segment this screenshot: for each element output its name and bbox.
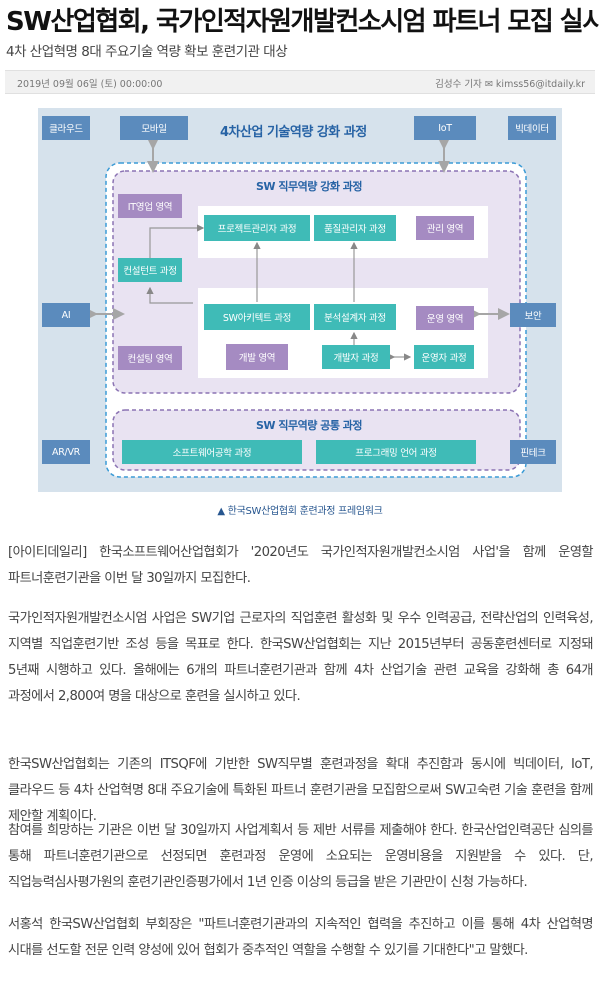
box-arvr: AR/VR (42, 440, 90, 464)
box-project-manager-course: 프로젝트관리자 과정 (204, 215, 310, 241)
box-consultant-course: 컨설턴트 과정 (118, 258, 182, 282)
box-programming-language-course: 프로그래밍 언어 과정 (316, 440, 476, 464)
common-section-title: SW 직무역량 공통 과정 (256, 419, 363, 432)
box-development-area: 개발 영역 (226, 344, 288, 370)
box-bigdata: 빅데이터 (508, 116, 556, 140)
figure-title: 4차산업 기술역량 강화 과정 (220, 125, 367, 140)
article-paragraph: 서홍석 한국SW산업협회 부회장은 "파트너훈련기관과의 지속적인 협력을 추진… (8, 917, 594, 958)
article-paragraph: 한국SW산업협회는 기존의 ITSQF에 기반한 SW직무별 훈련과정을 확대 … (8, 757, 594, 824)
box-quality-manager-course: 품질관리자 과정 (314, 215, 396, 241)
box-consulting-area: 컨설팅 영역 (118, 346, 182, 370)
framework-figure: 4차산업 기술역량 강화 과정 SW 직무역량 강화 과정 SW 직무역량 공통… (38, 108, 562, 492)
box-developer-course: 개발자 과정 (322, 345, 390, 369)
article-date: 2019년 09월 06일 (토) 00:00:00 (17, 79, 163, 90)
article-paragraph: 참여를 희망하는 기관은 이번 달 30일까지 사업계획서 등 제반 서류를 제… (8, 823, 594, 890)
box-analyst-designer-course: 분석설계자 과정 (314, 304, 396, 330)
box-sw-engineering-course: 소프트웨어공학 과정 (122, 440, 302, 464)
box-mobile: 모바일 (120, 116, 188, 140)
box-management-area: 관리 영역 (416, 216, 474, 240)
article-meta-bar: 2019년 09월 06일 (토) 00:00:00 김성수 기자 ✉ kims… (5, 70, 595, 94)
author-name: 김성수 기자 (435, 79, 482, 90)
box-security: 보안 (510, 303, 556, 327)
article-paragraph: 국가인적자원개발컨소시엄 사업은 SW기업 근로자의 직업훈련 활성화 및 우수… (8, 611, 594, 704)
box-it-sales-area: IT영업 영역 (118, 194, 182, 218)
box-operator-course: 운영자 과정 (414, 345, 474, 369)
box-cloud: 클라우드 (42, 116, 90, 140)
box-sw-architect-course: SW아키텍트 과정 (204, 304, 310, 330)
box-iot: IoT (414, 116, 476, 140)
article-headline: SW산업협회, 국가인적자원개발컨소시엄 파트너 모집 실시 (6, 7, 600, 37)
inner-section-title: SW 직무역량 강화 과정 (256, 180, 363, 193)
article-subheadline: 4차 산업혁명 8대 주요기술 역량 확보 훈련기관 대상 (6, 44, 288, 60)
author-email[interactable]: kimss56@itdaily.kr (495, 79, 585, 90)
box-ai: AI (42, 303, 90, 327)
mail-icon: ✉ (484, 79, 493, 90)
box-operations-area: 운영 영역 (416, 306, 474, 330)
box-fintech: 핀테크 (510, 440, 556, 464)
figure-caption: ▲ 한국SW산업협회 훈련과정 프레임워크 (217, 506, 383, 517)
article-paragraph: [아이티데일리] 한국소프트웨어산업협회가 '2020년도 국가인적자원개발컨소… (8, 545, 594, 586)
framework-diagram-lines (86, 138, 527, 478)
